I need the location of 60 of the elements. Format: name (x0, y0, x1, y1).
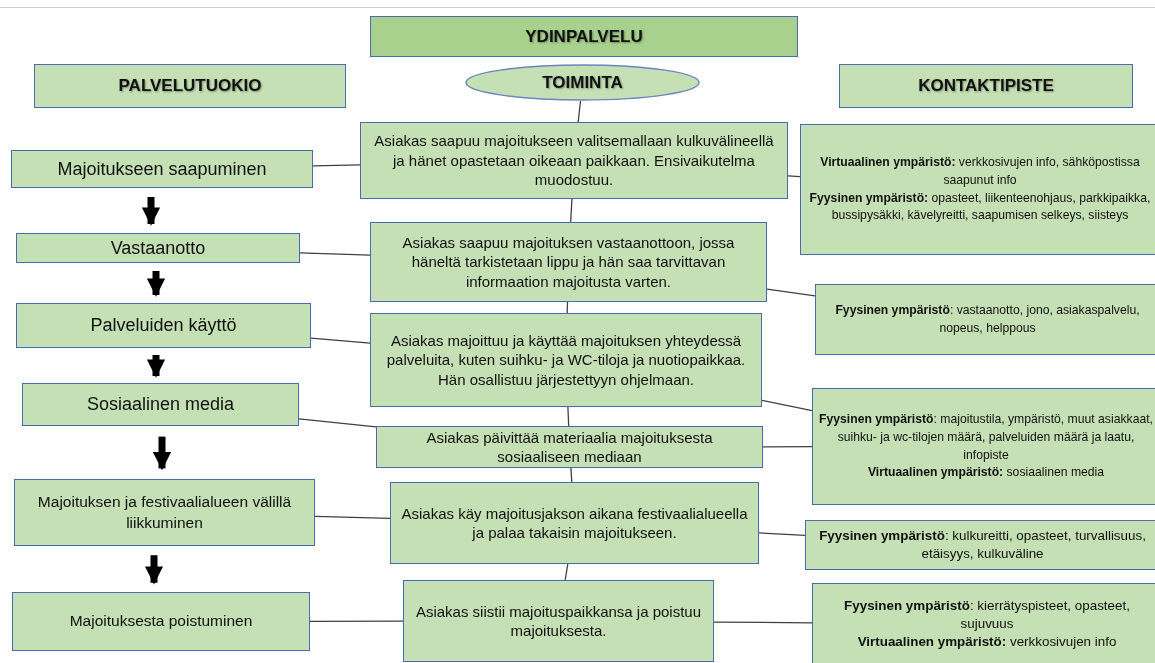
header-box (34, 64, 346, 108)
connector-line (570, 467, 573, 483)
action-box (360, 122, 788, 199)
connector-line (766, 288, 816, 297)
action-box (390, 482, 759, 564)
header-text: KONTAKTIPISTE (918, 76, 1054, 96)
action-box (370, 222, 767, 302)
header-box (839, 64, 1133, 108)
description-text: Virtuaalinen ympäristö: sosiaalinen media (867, 464, 1105, 482)
description-text: Majoituksen ja festivaalialueen välillä liikkuminen (36, 491, 293, 533)
touchpoint-box (812, 388, 1155, 505)
description-text: Majoitukseen saapuminen (57, 158, 267, 180)
connector-line (309, 620, 404, 622)
description-text: Asiakas käy majoitusjakson aikana festivaalialueella ja palaa takaisin majoitukseen. (400, 503, 749, 543)
connector-line (713, 621, 813, 624)
action-box (370, 313, 762, 407)
connector-line (310, 337, 371, 344)
description-text: Palveluiden käyttö (90, 315, 237, 336)
connector-line (564, 563, 569, 581)
process-step-box (16, 303, 311, 348)
connector-line (299, 252, 371, 256)
description-text: Asiakas siistii majoituspaikkansa ja poistuu majoituksesta. (414, 601, 703, 641)
connector-line (761, 399, 813, 412)
description-text: Majoituksesta poistuminen (69, 611, 253, 632)
action-box (403, 580, 714, 662)
touchpoint-box (812, 583, 1155, 663)
connector-line (570, 198, 573, 223)
header-text: PALVELUTUOKIO (118, 76, 262, 96)
process-step-box (16, 233, 300, 263)
header-box (370, 16, 798, 57)
touchpoint-box (805, 520, 1155, 570)
description-text: Asiakas saapuu majoitukseen valitsemallaan kulkuvälineellä ja hänet opastetaan oikeaan paikkaan. Ensivaikutelma muodostuu. (373, 131, 775, 190)
description-text: Asiakas saapuu majoituksen vastaanottoon, jossa häneltä tarkistetaan lippu ja hän saa tarvittavan informaation majoitusta varten. (401, 232, 736, 292)
connector-line (787, 175, 801, 178)
description-text: Fyysinen ympäristö: kulkureitti, opasteet, turvallisuus, etäisyys, kulkuväline (818, 526, 1147, 563)
process-step-box (12, 592, 310, 651)
connector-line (758, 532, 806, 537)
process-step-box (22, 383, 299, 426)
connector-line (312, 164, 361, 167)
touchpoint-box (800, 124, 1155, 255)
action-box (376, 426, 763, 468)
description-text: Virtuaalinen ympäristö: verkkosivujen info (857, 633, 1117, 652)
header-text: TOIMINTA (542, 72, 623, 93)
block-arrow (152, 436, 172, 471)
connector-line (577, 100, 582, 123)
process-step-box (11, 150, 313, 188)
description-text: Vastaanotto (110, 237, 206, 259)
connector-line (762, 446, 813, 448)
description-text: Asiakas majoittuu ja käyttää majoituksen yhteydessä palveluita, kuten suihku- ja WC-tiloja ja nuotiopaikkaa. Hän osallistuu järjestettyyn ohjelmaan. (385, 330, 747, 390)
header-ellipse (465, 64, 700, 101)
description-text: Fyysinen ympäristö: opasteet, liikenteenohjaus, parkkipaikka, bussipysäkki, kävelyreitti, saapumisen selkeys, siisteys (808, 189, 1152, 225)
process-step-box (14, 479, 315, 546)
description-text: Asiakas päivittää materiaalia majoituksesta sosiaaliseen mediaan (425, 427, 714, 467)
header-text: YDINPALVELU (525, 26, 643, 47)
connector-line (567, 406, 570, 427)
description-text: Fyysinen ympäristö: vastaanotto, jono, asiakaspalvelu, nopeus, helppous (834, 301, 1141, 337)
connector-line (314, 515, 391, 519)
connector-line (298, 418, 377, 428)
touchpoint-box (815, 284, 1155, 355)
description-text: Sosiaalinen media (86, 394, 235, 415)
